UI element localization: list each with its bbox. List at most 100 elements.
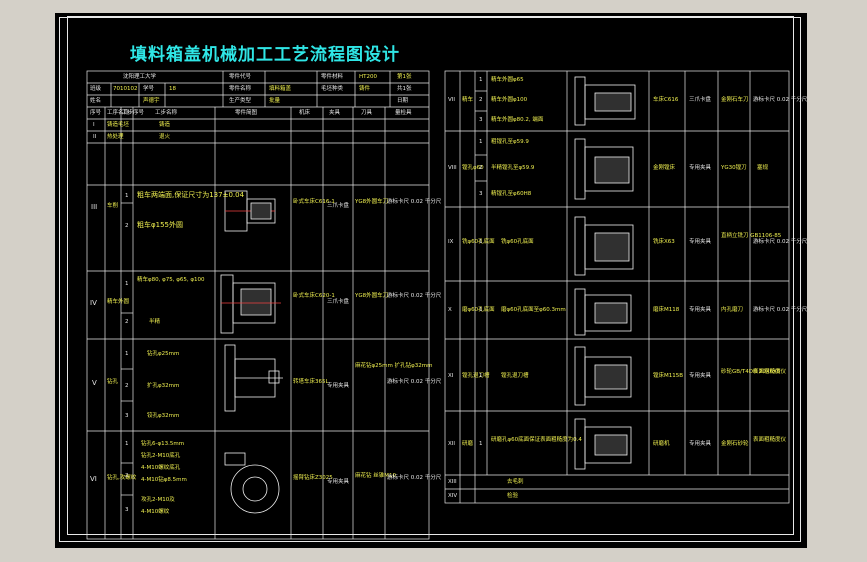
row-x-name: 磨φ60孔底面 xyxy=(462,307,495,313)
sheet-label: 第1张 xyxy=(397,74,412,80)
row-vi-machine: 摇臂钻床Z3025 xyxy=(293,475,333,481)
row-vi-text1: 钻孔6-φ13.5mm xyxy=(141,441,185,447)
row-vii-step2: 2 xyxy=(479,97,483,103)
row-v-step3: 3 xyxy=(125,413,129,419)
row-vii-tool: 金刚石车刀 xyxy=(721,97,749,103)
sketch-right xyxy=(574,76,636,470)
row-ix-machine: 铣床X63 xyxy=(653,239,675,245)
sketch-iii xyxy=(224,190,276,232)
row-xi-gauge: 表面粗糙度仪 xyxy=(753,369,787,375)
school-name: 沈阳理工大学 xyxy=(123,74,157,80)
row-iv-no: IV xyxy=(90,299,97,307)
row-ix-fixture: 专用夹具 xyxy=(689,239,712,245)
row-vi-step3: 3 xyxy=(125,507,129,513)
col-process: 工序名称 xyxy=(107,110,130,116)
row-viii-gauge: 塞规 xyxy=(757,165,769,171)
row-iii-step1: 1 xyxy=(125,193,129,199)
student-name: 声德宇 xyxy=(143,98,160,104)
page-title: 填料箱盖机械加工工艺流程图设计 xyxy=(130,45,400,65)
row-xii-fixture: 专用夹具 xyxy=(689,441,712,447)
row-iv-step1: 1 xyxy=(125,281,129,287)
col-machine: 机床 xyxy=(299,110,311,116)
row-viii-fixture: 专用夹具 xyxy=(689,165,712,171)
row-iii-no: III xyxy=(91,203,98,211)
row-iii-step2-text: 粗车φ155外圆 xyxy=(137,221,183,229)
row-vi-text5: 攻孔2-M10及 xyxy=(141,497,175,503)
row-iii-name: 车削 xyxy=(107,203,119,209)
row-viii-name: 镗孔φ60 xyxy=(462,165,484,171)
row-ix-gauge: 游标卡尺 0.02 千分尺 xyxy=(753,239,808,245)
col-no: 序号 xyxy=(90,110,102,116)
row-iii-machine: 卧式车床C616-1 xyxy=(293,199,335,205)
row-viii-no: VIII xyxy=(448,165,457,171)
row-xi-machine: 镗床M115B xyxy=(653,373,684,379)
date-label: 日期 xyxy=(397,98,409,104)
name-label: 姓名 xyxy=(90,98,102,104)
row-iv-fixture: 三爪卡盘 xyxy=(327,299,350,305)
row-vii-step1: 1 xyxy=(479,77,483,83)
sketch-vi xyxy=(224,452,280,514)
row-vii-gauge: 游标卡尺 0.02 千分尺 xyxy=(753,97,808,103)
row-x-no: X xyxy=(448,307,452,313)
row-xi-step1: 1 xyxy=(479,373,483,379)
row-viii-step2: 2 xyxy=(479,165,483,171)
outer-frame xyxy=(59,17,801,542)
row-iii-tool: YG8外圆车刀 xyxy=(355,199,389,205)
row-vii-fixture: 三爪卡盘 xyxy=(689,97,712,103)
row-vii-name: 精车 xyxy=(462,97,474,103)
row-i-step: 铸造 xyxy=(159,122,171,128)
table-grid xyxy=(86,70,790,540)
row-vi-fixture: 专用夹具 xyxy=(327,479,350,485)
row-v-tool: 麻花钻φ25mm 扩孔钻φ32mm xyxy=(355,363,433,369)
row-v-gauge: 游标卡尺 0.02 千分尺 xyxy=(387,379,442,385)
row-iv-tool: YG8外圆车刀 xyxy=(355,293,389,299)
row-viii-machine: 金刚镗床 xyxy=(653,165,676,171)
row-v-step1: 1 xyxy=(125,351,129,357)
row-viii-tool: YG30镗刀 xyxy=(721,165,747,171)
row-xii-step1: 1 xyxy=(479,441,483,447)
class-no: 7010102 xyxy=(113,86,138,92)
row-viii-text3: 精镗孔至φ60H8 xyxy=(491,191,532,197)
row-vi-step1: 1 xyxy=(125,441,129,447)
sketch-iv xyxy=(220,274,281,334)
row-iii-fixture: 三爪卡盘 xyxy=(327,203,350,209)
row-vii-text3: 精车外圆φ80.2, 端面 xyxy=(491,117,544,123)
row-xi-text1: 镗孔退刀槽 xyxy=(501,373,529,379)
row-v-step2-text: 扩孔φ32mm xyxy=(147,383,180,389)
col-sketch: 零件简图 xyxy=(235,110,258,116)
row-vi-text2: 钻孔2-M10底孔 xyxy=(141,453,181,459)
sketch-v xyxy=(224,344,283,412)
part-name: 填料箱盖 xyxy=(269,86,292,92)
row-vi-name: 钻孔,攻螺纹 xyxy=(107,475,137,481)
blank-value: 铸件 xyxy=(359,86,371,92)
row-xii-name: 研磨 xyxy=(462,441,474,447)
part-no-label: 零件代号 xyxy=(229,74,252,80)
row-v-no: V xyxy=(92,379,97,387)
drawing-sheet: 填料箱盖机械加工工艺流程图设计 xyxy=(55,13,807,548)
row-xiii-no: XIII xyxy=(448,479,457,485)
row-x-tool: 内孔磨刀 xyxy=(721,307,744,313)
row-vii-text1: 精车外圆φ65 xyxy=(491,77,524,83)
row-vii-step3: 3 xyxy=(479,117,483,123)
row-i-name: 铸造毛坯 xyxy=(107,122,130,128)
row-iv-name: 精车外圆 xyxy=(107,299,130,305)
row-v-machine: 转塔车床365L xyxy=(293,379,329,385)
row-xi-tool: 砂轮GB/T4DN 20X6X8 xyxy=(721,369,781,375)
row-vi-step2: 2 xyxy=(125,473,129,479)
row-x-machine: 磨床M118 xyxy=(653,307,680,313)
row-iii-gauge: 游标卡尺 0.02 千分尺 xyxy=(387,199,442,205)
student-no-label: 学号 xyxy=(143,86,155,92)
row-ix-name: 铣φ60孔底面 xyxy=(462,239,495,245)
row-xii-machine: 研磨机 xyxy=(653,441,670,447)
row-v-name: 钻孔 xyxy=(107,379,119,385)
row-v-step2: 2 xyxy=(125,383,129,389)
row-iv-gauge: 游标卡尺 0.02 千分尺 xyxy=(387,293,442,299)
row-viii-step1: 1 xyxy=(479,139,483,145)
row-ii-name: 热处理 xyxy=(107,134,124,140)
row-xiv-no: XIV xyxy=(448,493,458,499)
prod-type: 批量 xyxy=(269,98,281,104)
material-label: 零件材料 xyxy=(321,74,344,80)
row-vii-text2: 精车外圆φ100 xyxy=(491,97,528,103)
row-xii-tool: 金刚石砂轮 xyxy=(721,441,749,447)
total-label: 共1张 xyxy=(397,86,412,92)
